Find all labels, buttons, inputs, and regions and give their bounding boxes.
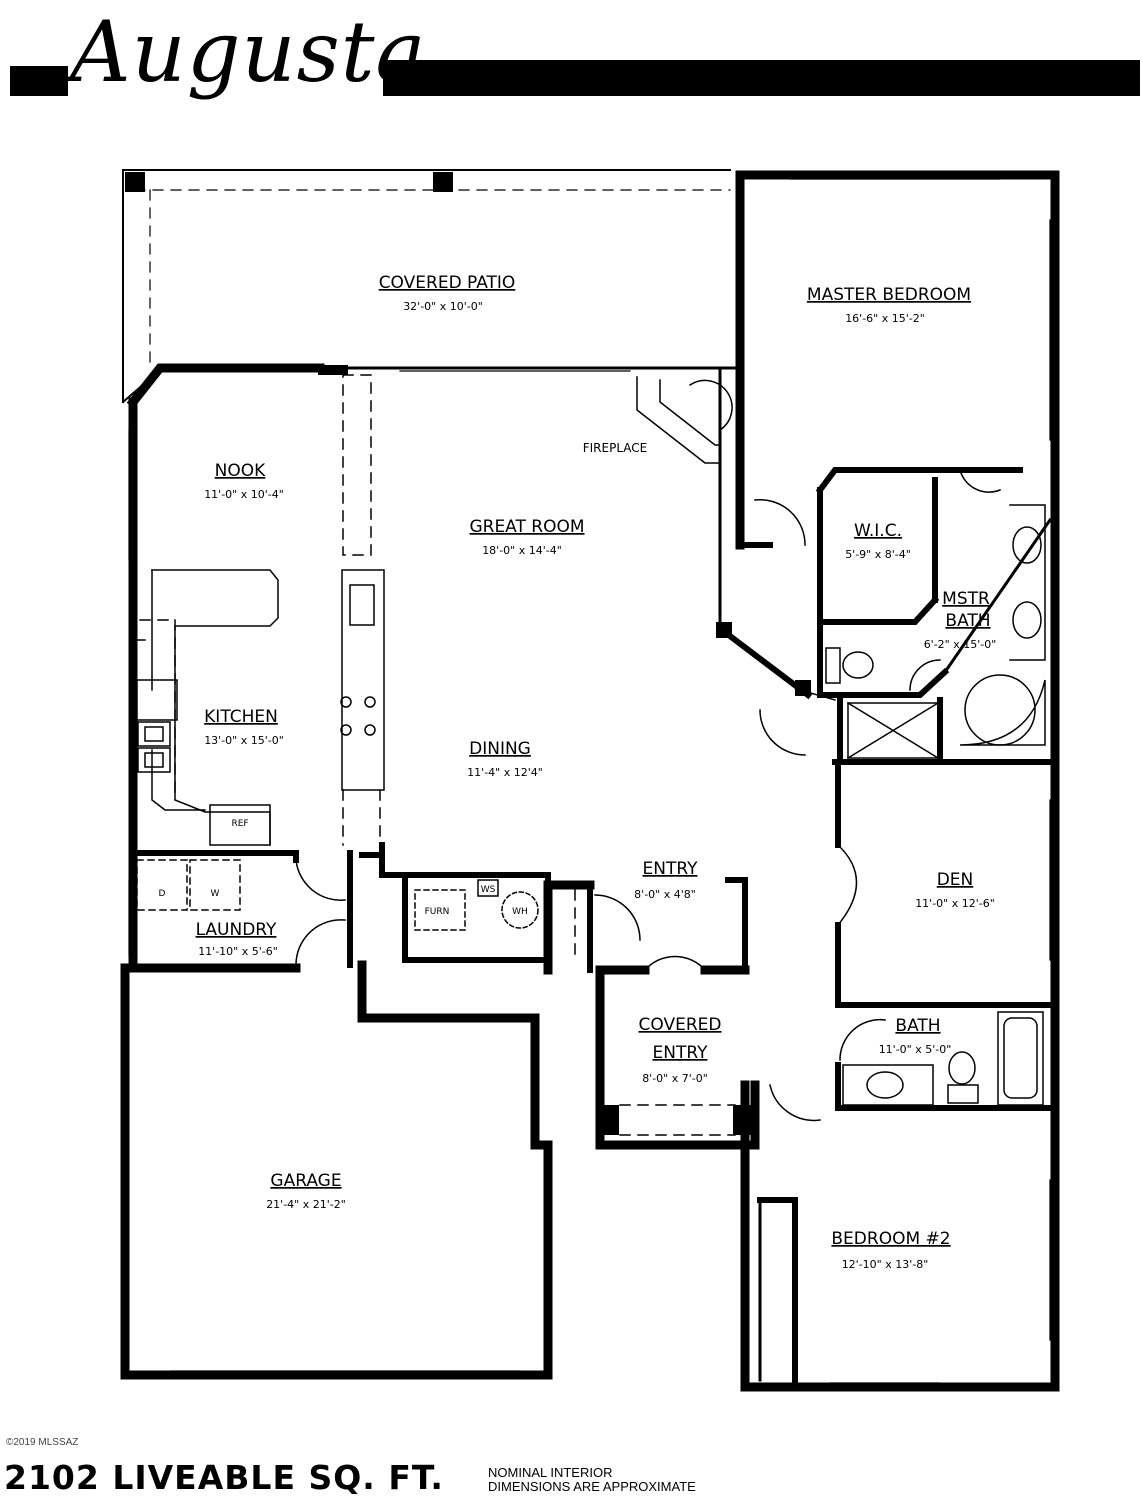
washer-label: W [211,889,220,899]
room-name-bath: BATH [895,1016,940,1036]
room-labels: COVERED PATIO 32'-0" x 10'-0" MASTER BED… [159,273,997,1271]
room-dims-covered-patio: 32'-0" x 10'-0" [403,300,483,313]
room-name-kitchen: KITCHEN [204,707,278,727]
fireplace-label: FIREPLACE [583,441,648,455]
room-name-entry: ENTRY [643,859,699,879]
laundry-appliances [136,859,241,911]
furnace-label: FURN [425,907,450,917]
title-bar-left [10,66,68,96]
mechanical [414,879,539,931]
room-dims-wic: 5'-9" x 8'-4" [845,548,911,561]
room-dims-dining: 11'-4" x 12'4" [467,766,543,779]
fireplace-shape [636,376,733,464]
windows [128,178,1051,1384]
room-name-covered-entry-2: ENTRY [653,1043,709,1063]
room-dims-entry: 8'-0" x 4'8" [634,888,696,901]
interior-walls [130,366,1055,1383]
kitchen-counters [136,569,385,846]
room-name-mstr-bath-2: BATH [945,611,990,631]
room-dims-covered-entry: 8'-0" x 7'-0" [642,1072,708,1085]
room-dims-great-room: 18'-0" x 14'-4" [482,544,562,557]
patio-posts [125,172,453,192]
room-name-mstr-bath-1: MSTR [942,589,990,609]
room-dims-mstr-bath: 6'-2" x 15'-0" [924,638,997,651]
room-name-nook: NOOK [215,461,266,481]
room-name-bedroom-2: BEDROOM #2 [831,1229,950,1249]
wall-posts [318,365,811,1135]
room-name-laundry: LAUNDRY [196,920,277,940]
refrigerator-label: REF [231,819,248,829]
room-dims-den: 11'-0" x 12'-6" [915,897,995,910]
dimensions-note-line2: DIMENSIONS ARE APPROXIMATE [488,1479,696,1494]
room-dims-master-bedroom: 16'-6" x 15'-2" [845,312,925,325]
room-name-wic: W.I.C. [854,521,902,541]
room-dims-bath: 11'-0" x 5'-0" [879,1043,952,1056]
room-dims-garage: 21'-4" x 21'-2" [266,1198,346,1211]
room-name-dining: DINING [469,739,531,759]
room-name-covered-entry-1: COVERED [639,1015,722,1035]
room-name-covered-patio: COVERED PATIO [379,273,516,293]
door-swings [295,469,1001,1122]
exterior-walls [120,170,1060,1392]
room-name-den: DEN [937,870,974,890]
plan-title: Augusta [70,3,427,101]
room-name-great-room: GREAT ROOM [469,517,584,537]
water-heater-label: WH [512,907,528,917]
room-dims-bedroom-2: 12'-10" x 13'-8" [842,1258,929,1271]
room-dims-kitchen: 13'-0" x 15'-0" [204,734,284,747]
copyright-text: ©2019 MLSSAZ [6,1437,79,1448]
dimensions-note-line1: NOMINAL INTERIOR [488,1465,613,1480]
dimensions-note: NOMINAL INTERIOR DIMENSIONS ARE APPROXIM… [488,1466,696,1494]
dryer-label: D [159,889,166,899]
square-footage: 2102 LIVEABLE SQ. FT. [4,1458,444,1497]
room-dims-nook: 11'-0" x 10'-4" [204,488,284,501]
bath-fixtures [825,504,1046,1106]
room-name-master-bedroom: MASTER BEDROOM [807,285,971,305]
room-dims-laundry: 11'-10" x 5'-6" [198,945,278,958]
title-bar-right [383,60,1140,96]
water-softener-label: WS [481,885,496,895]
room-name-garage: GARAGE [270,1171,341,1191]
